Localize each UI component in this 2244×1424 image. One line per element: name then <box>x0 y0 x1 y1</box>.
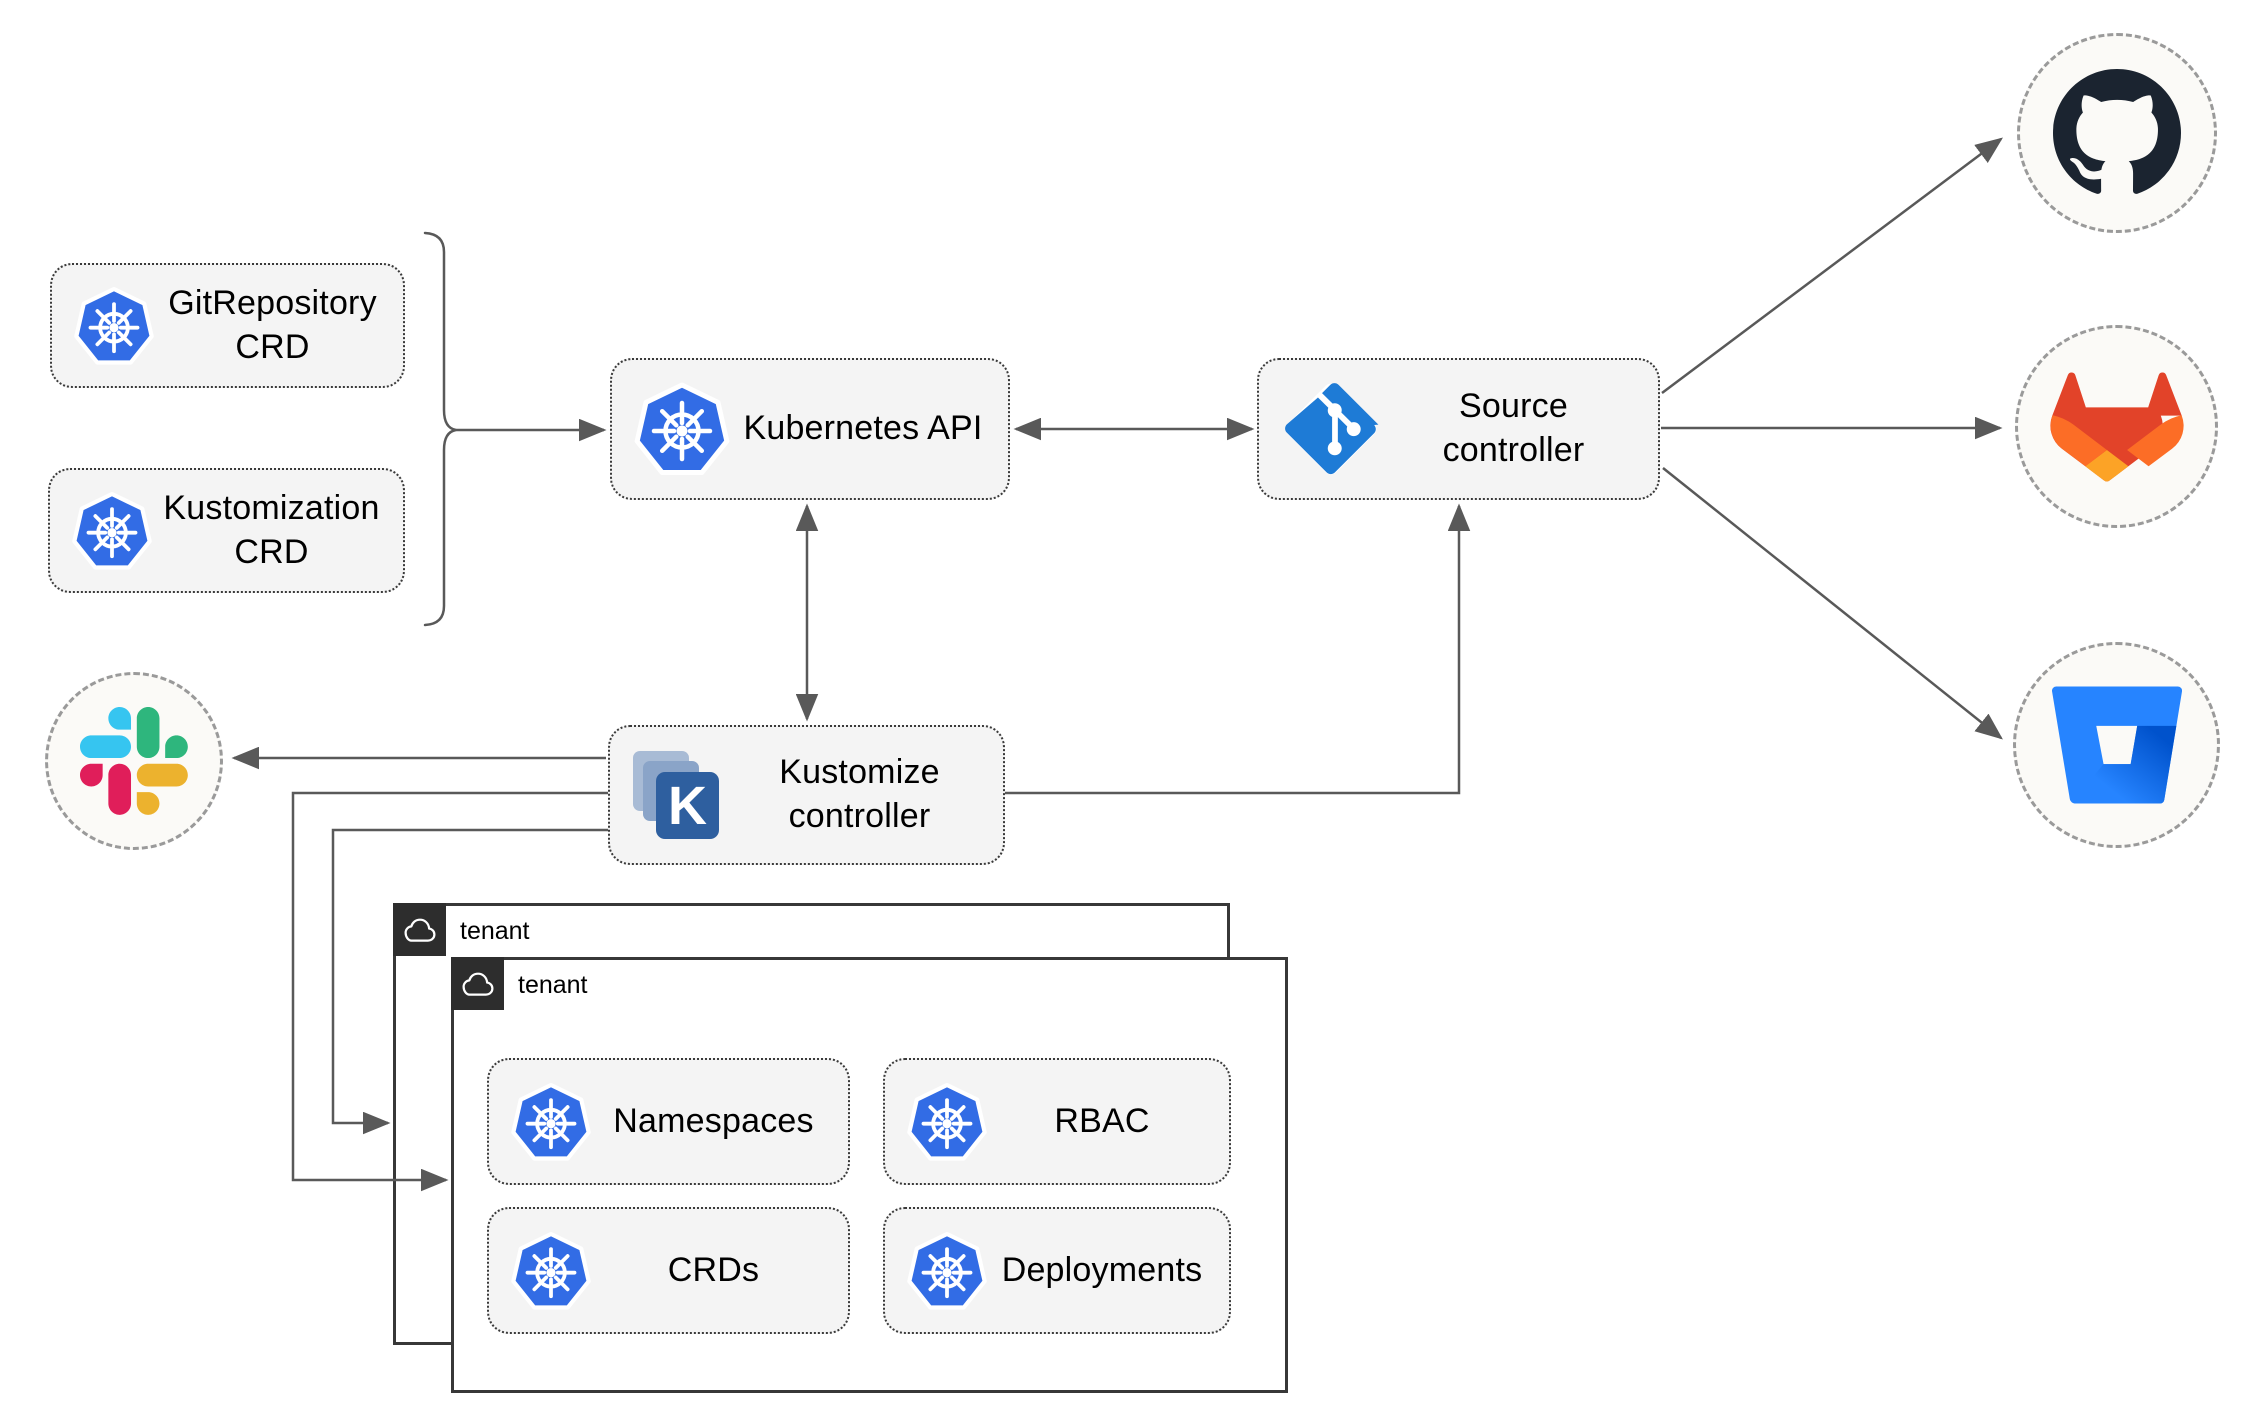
node-label: Namespaces <box>613 1101 814 1140</box>
bitbucket-service <box>2013 642 2220 848</box>
node-namespaces: Namespaces <box>487 1058 850 1185</box>
cloud-icon <box>393 903 446 956</box>
node-label: CRDs <box>667 1250 760 1289</box>
kubernetes-icon <box>509 1078 593 1166</box>
gitlab-icon <box>2050 362 2184 492</box>
node-crds: CRDs <box>487 1207 850 1334</box>
gitlab-service <box>2015 325 2218 528</box>
node-deployments: Deployments <box>883 1207 1231 1334</box>
git-icon <box>1279 377 1383 481</box>
node-source-controller: Source controller <box>1257 358 1660 500</box>
tenant-label: tenant <box>518 971 588 999</box>
node-rbac: RBAC <box>883 1058 1231 1185</box>
cloud-icon <box>451 957 504 1010</box>
kubernetes-icon <box>905 1227 989 1315</box>
node-label: Source controller <box>1442 387 1585 469</box>
bitbucket-icon <box>2052 680 2182 810</box>
node-label: Deployments <box>1001 1250 1203 1289</box>
kustomize-icon <box>630 745 730 845</box>
node-label: Kustomization CRD <box>163 488 380 571</box>
node-kustomization-crd: Kustomization CRD <box>48 468 405 593</box>
arrow-kustomize-to-source <box>1005 503 1471 795</box>
slack-service <box>45 672 223 850</box>
node-label: RBAC <box>1054 1101 1150 1140</box>
github-service <box>2017 33 2217 233</box>
kubernetes-icon <box>905 1078 989 1166</box>
node-label: GitRepository CRD <box>168 283 377 366</box>
tenant-label: tenant <box>460 917 530 945</box>
node-label: Kubernetes API <box>743 409 983 448</box>
node-kubernetes-api: Kubernetes API <box>610 358 1010 500</box>
node-kustomize-controller: Kustomize controller <box>608 725 1005 865</box>
kubernetes-icon <box>509 1227 593 1315</box>
arrow-source-to-github <box>1661 137 2004 395</box>
node-gitrepository-crd: GitRepository CRD <box>50 263 405 388</box>
node-label: Kustomize controller <box>779 753 940 835</box>
slack-icon <box>80 707 188 815</box>
kubernetes-icon <box>70 487 154 575</box>
arrow-source-to-bitbucket <box>1662 467 2003 740</box>
crd-bracket <box>423 231 457 627</box>
kubernetes-icon <box>632 377 732 481</box>
github-icon <box>2053 69 2181 197</box>
kubernetes-icon <box>72 282 156 370</box>
